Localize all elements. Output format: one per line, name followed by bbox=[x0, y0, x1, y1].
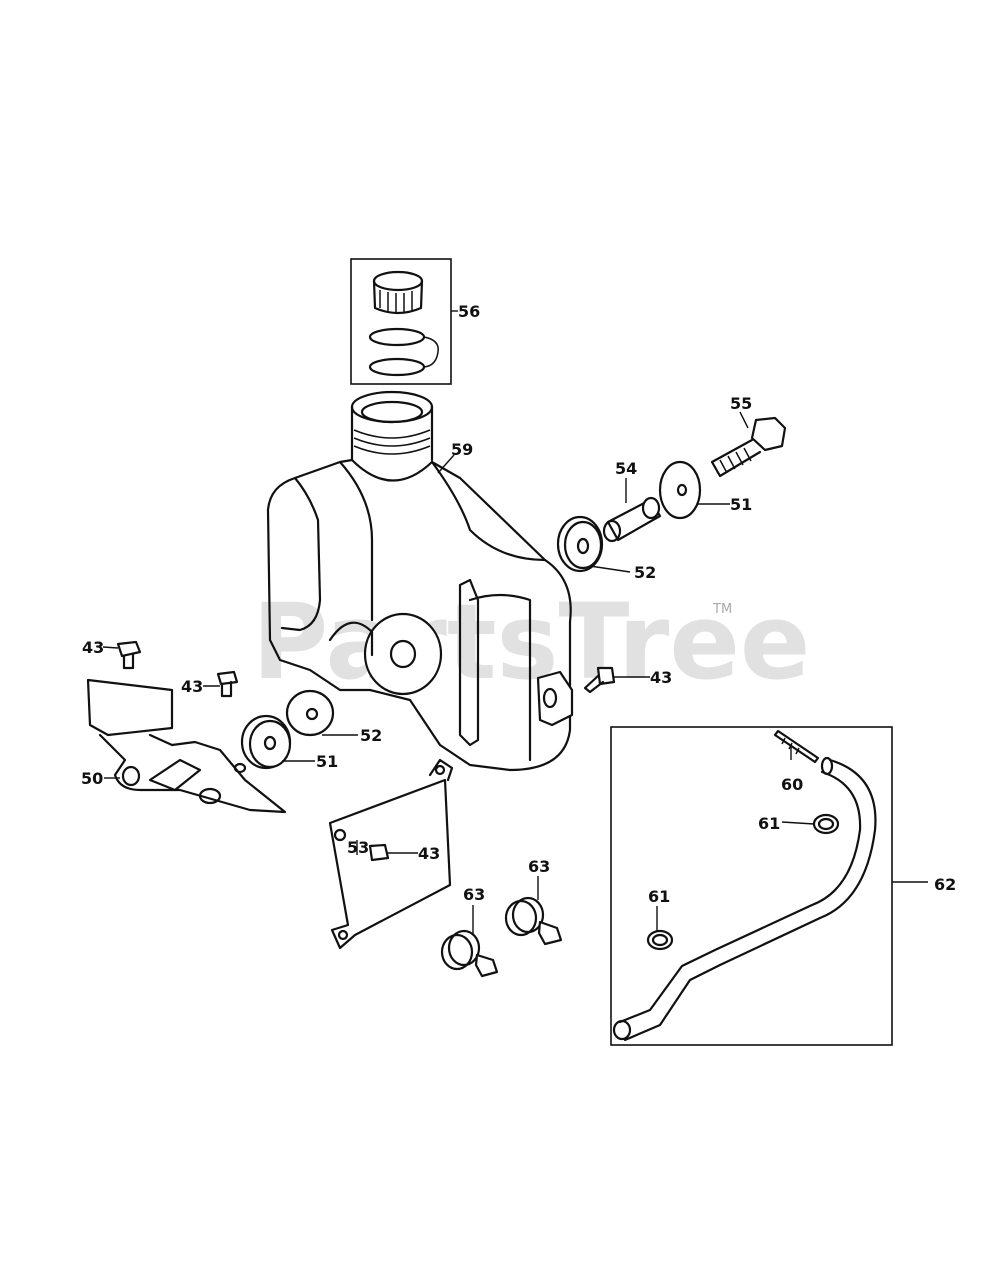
parts-tree-watermark: PartsTree bbox=[252, 581, 810, 703]
shield-plate[interactable] bbox=[328, 758, 454, 950]
trademark-mark: TM bbox=[712, 602, 732, 617]
callout-43-right: 43 bbox=[650, 668, 672, 687]
bolt-left-b[interactable] bbox=[216, 670, 239, 698]
bolt-left-a[interactable] bbox=[116, 640, 142, 670]
mounting-bracket[interactable] bbox=[86, 678, 287, 814]
callout-61-upper: 61 bbox=[758, 814, 780, 833]
fuel-cap-box bbox=[350, 258, 452, 385]
bolt-right[interactable] bbox=[583, 666, 616, 694]
grommet-lower[interactable] bbox=[285, 689, 335, 737]
washer-lower[interactable] bbox=[240, 714, 292, 770]
callout-63-b: 63 bbox=[528, 857, 550, 876]
callout-63-a: 63 bbox=[463, 885, 485, 904]
callout-53: 53 bbox=[347, 838, 369, 857]
callout-61-lower: 61 bbox=[648, 887, 670, 906]
callout-60: 60 bbox=[781, 775, 803, 794]
fuel-line-group[interactable] bbox=[610, 726, 893, 1046]
callout-43-left-b: 43 bbox=[181, 677, 203, 696]
spacer-tube[interactable] bbox=[602, 496, 662, 543]
leader-lines bbox=[102, 310, 928, 935]
fuel-cap-group[interactable] bbox=[350, 258, 452, 385]
callout-43-plate: 43 bbox=[418, 844, 440, 863]
callout-59: 59 bbox=[451, 440, 473, 459]
fuel-tank[interactable] bbox=[266, 390, 574, 772]
hose-clip-a[interactable] bbox=[440, 929, 499, 978]
callout-labels: 56 55 59 54 51 52 43 43 43 43 52 51 50 5… bbox=[81, 302, 956, 906]
callout-50: 50 bbox=[81, 769, 103, 788]
callout-62: 62 bbox=[934, 875, 956, 894]
callout-55: 55 bbox=[730, 394, 752, 413]
fuel-line-box bbox=[610, 726, 893, 1046]
callout-56: 56 bbox=[458, 302, 480, 321]
grommet-upper[interactable] bbox=[556, 515, 604, 573]
callout-51-upper: 51 bbox=[730, 495, 752, 514]
callout-51-lower: 51 bbox=[316, 752, 338, 771]
hose-clip-b[interactable] bbox=[504, 896, 563, 946]
callout-52-lower: 52 bbox=[360, 726, 382, 745]
washer-upper[interactable] bbox=[658, 460, 702, 520]
callout-43-left-a: 43 bbox=[82, 638, 104, 657]
callout-54: 54 bbox=[615, 459, 637, 478]
bolt[interactable] bbox=[710, 416, 787, 478]
callout-52-upper: 52 bbox=[634, 563, 656, 582]
